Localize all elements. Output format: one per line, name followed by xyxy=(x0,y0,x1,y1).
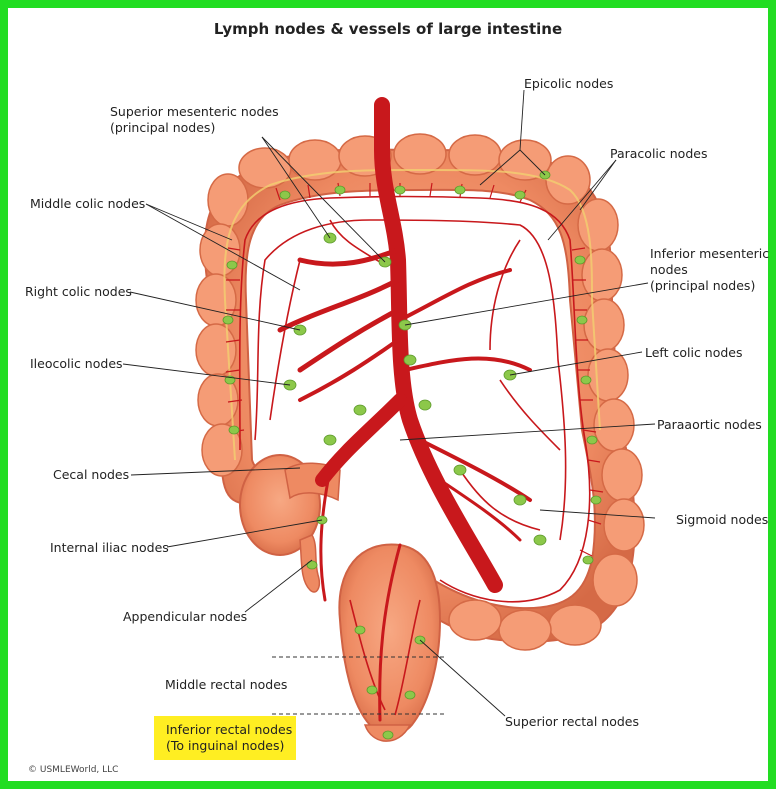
label-inferior-mesenteric-line1: Inferior mesenteric xyxy=(650,246,769,262)
label-inferior-mesenteric-line2: nodes xyxy=(650,262,769,278)
label-middle-rectal: Middle rectal nodes xyxy=(165,677,287,693)
label-appendicular: Appendicular nodes xyxy=(123,609,247,625)
label-cecal: Cecal nodes xyxy=(53,467,129,483)
label-epicolic: Epicolic nodes xyxy=(524,76,613,92)
label-superior-mesenteric-line1: Superior mesenteric nodes xyxy=(110,104,279,120)
label-superior-mesenteric: Superior mesenteric nodes (principal nod… xyxy=(110,104,279,136)
label-paraaortic: Paraaortic nodes xyxy=(657,417,762,433)
label-superior-rectal: Superior rectal nodes xyxy=(505,714,639,730)
label-inferior-mesenteric-line3: (principal nodes) xyxy=(650,278,769,294)
label-inferior-mesenteric: Inferior mesenteric nodes (principal nod… xyxy=(650,246,769,294)
label-paracolic: Paracolic nodes xyxy=(610,146,707,162)
label-right-colic: Right colic nodes xyxy=(25,284,132,300)
label-inferior-rectal-line2: (To inguinal nodes) xyxy=(166,738,292,754)
label-sigmoid: Sigmoid nodes xyxy=(676,512,768,528)
label-superior-mesenteric-line2: (principal nodes) xyxy=(110,120,279,136)
copyright: © USMLEWorld, LLC xyxy=(28,765,118,775)
label-ileocolic: Ileocolic nodes xyxy=(30,356,123,372)
label-inferior-rectal-line1: Inferior rectal nodes xyxy=(166,722,292,738)
label-inferior-rectal: Inferior rectal nodes (To inguinal nodes… xyxy=(166,722,292,754)
label-left-colic: Left colic nodes xyxy=(645,345,743,361)
label-internal-iliac: Internal iliac nodes xyxy=(50,540,169,556)
label-middle-colic: Middle colic nodes xyxy=(30,196,145,212)
